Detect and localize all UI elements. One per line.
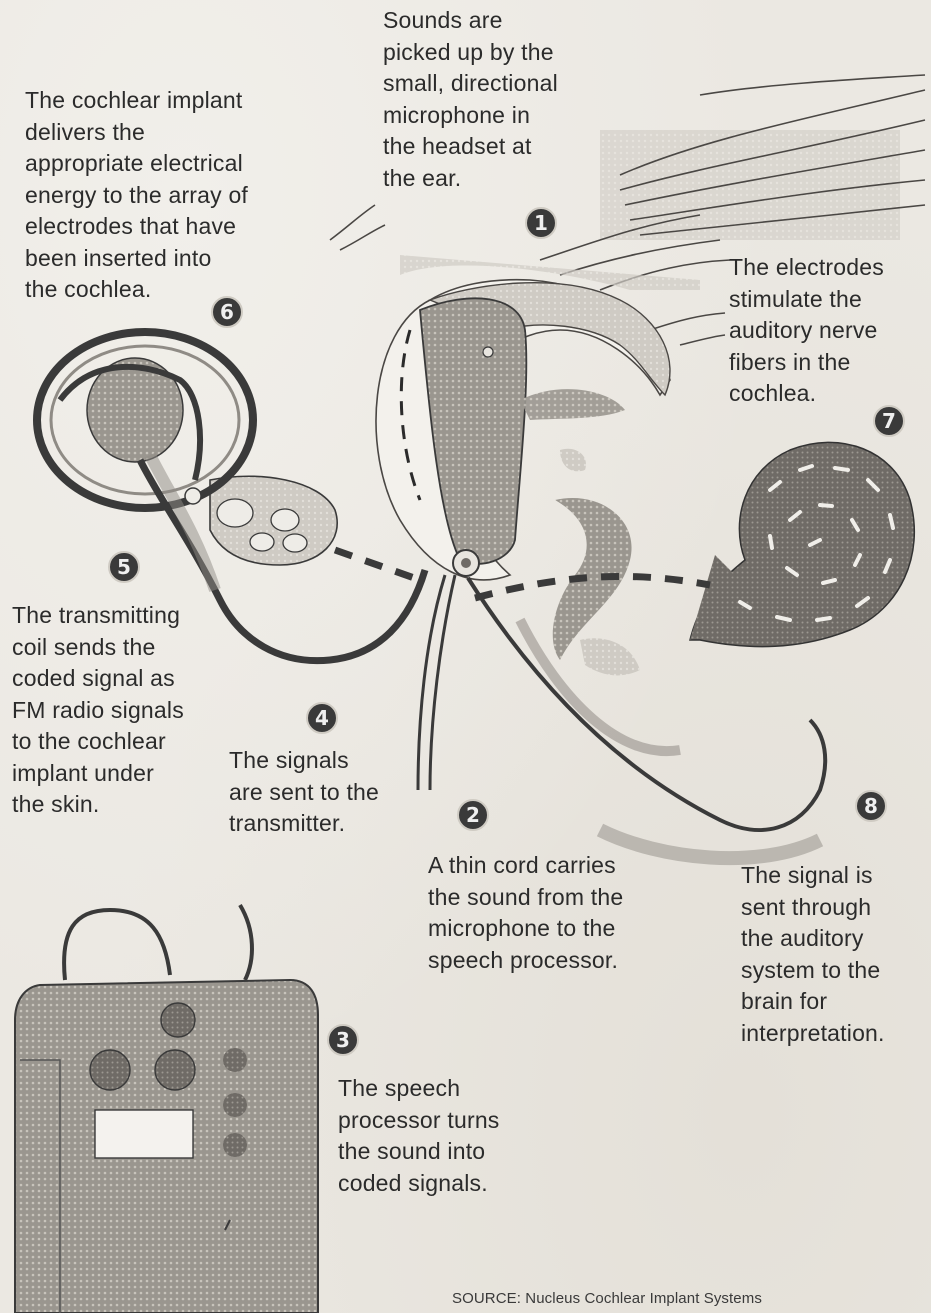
step-4-caption: The signals are sent to the transmitter. [229, 745, 379, 840]
cochlea-spiral [690, 442, 914, 646]
step-5-badge: 5 [108, 551, 140, 583]
step-6-badge: 6 [211, 296, 243, 328]
step-2-caption: A thin cord carries the sound from the m… [428, 850, 623, 976]
step-7-caption: The electrodes stimulate the auditory ne… [729, 252, 884, 410]
step-3-badge: 3 [327, 1024, 359, 1056]
step-1-badge: 1 [525, 207, 557, 239]
signal-path [335, 550, 710, 598]
step-8-caption: The signal is sent through the auditory … [741, 860, 885, 1049]
step-1-caption: Sounds are picked up by the small, direc… [383, 5, 558, 194]
ear-illustration [376, 255, 700, 675]
step-4-badge: 4 [306, 702, 338, 734]
source-credit: SOURCE: Nucleus Cochlear Implant Systems [452, 1290, 762, 1307]
step-8-badge: 8 [855, 790, 887, 822]
step-6-caption: The cochlear implant delivers the approp… [25, 85, 248, 306]
step-3-caption: The speech processor turns the sound int… [338, 1073, 500, 1199]
step-2-badge: 2 [457, 799, 489, 831]
speech-processor-device [15, 905, 318, 1313]
step-5-caption: The transmitting coil sends the coded si… [12, 600, 184, 821]
step-7-badge: 7 [873, 405, 905, 437]
